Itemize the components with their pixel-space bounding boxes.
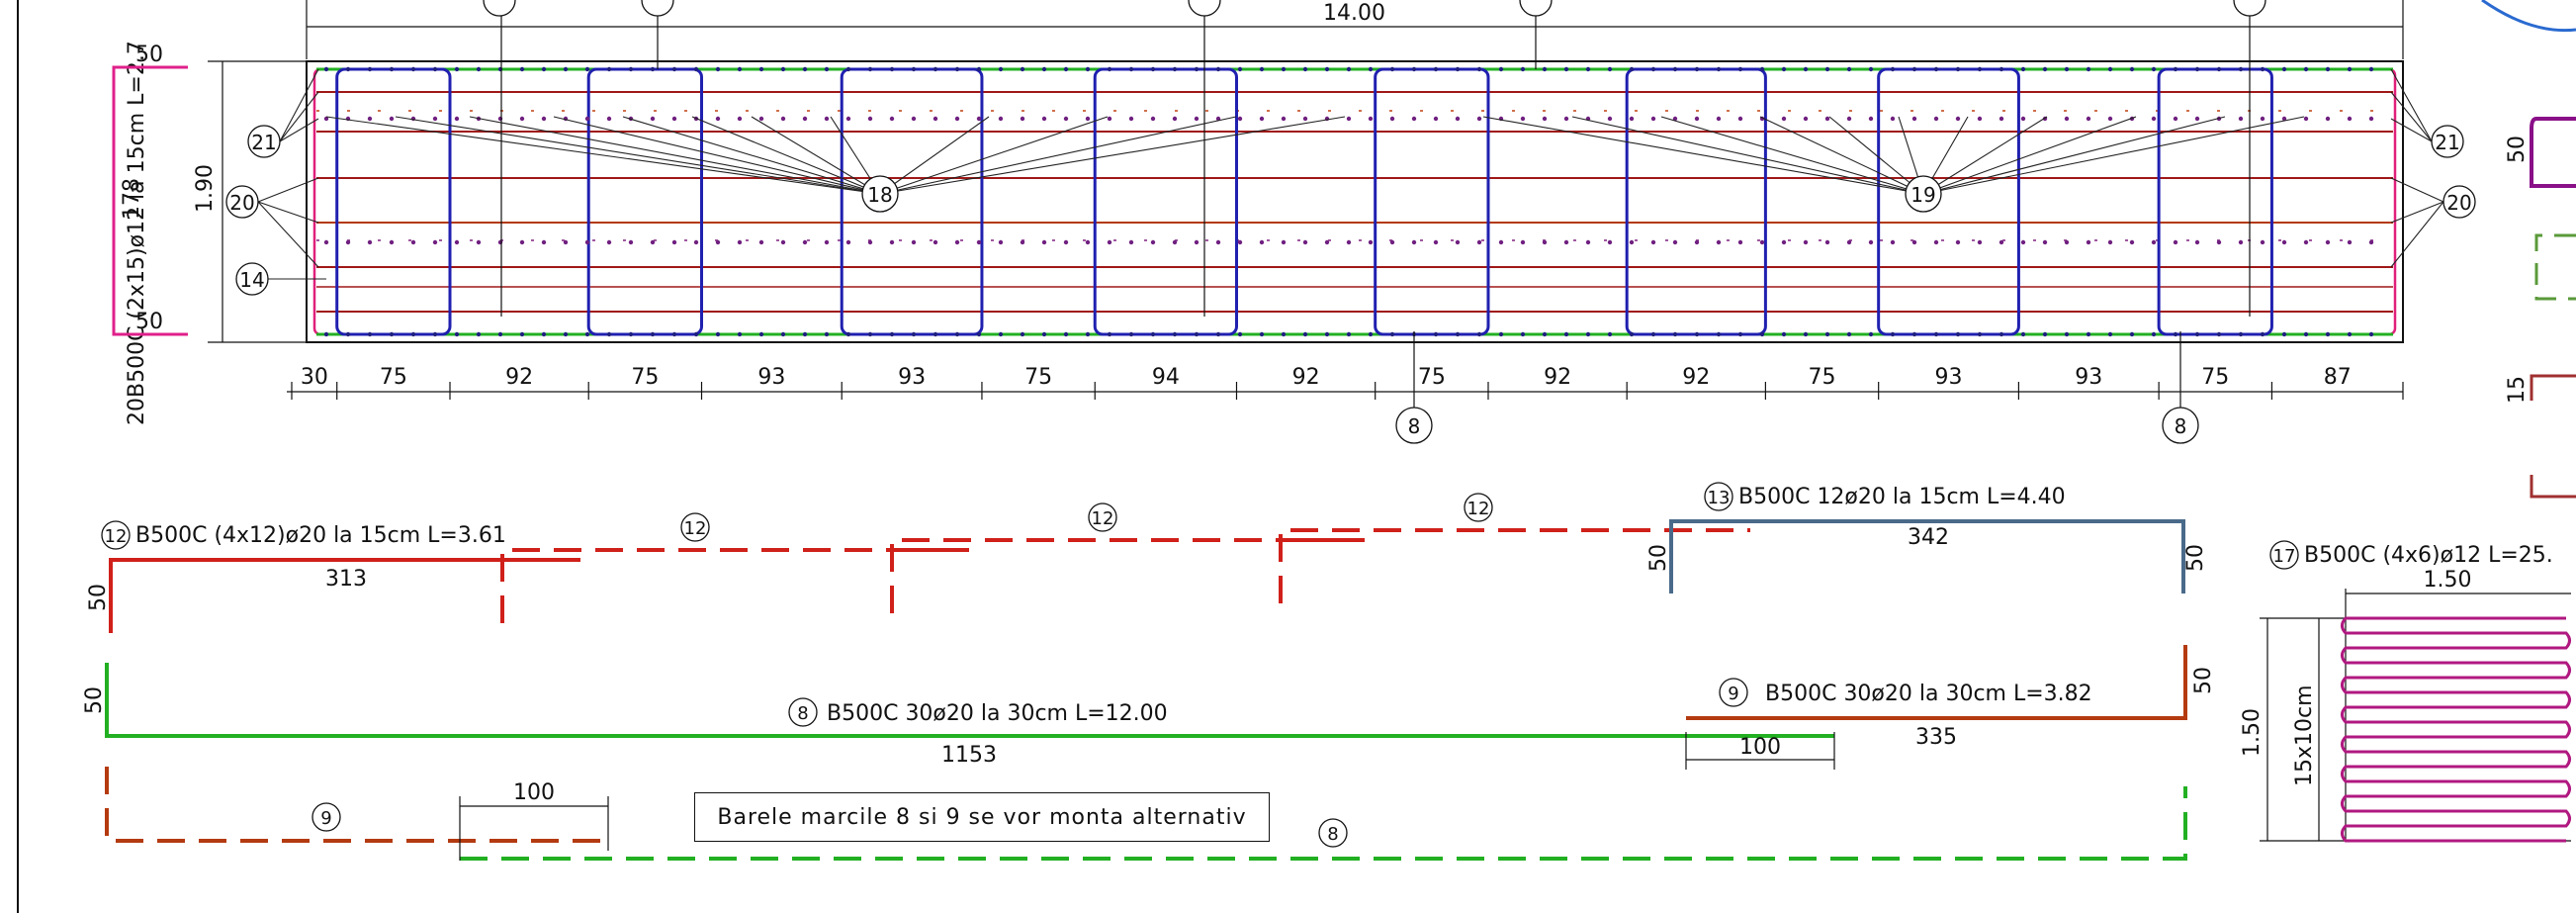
bar-17-label: B500C (4x6)ø12 L=25. [2304,543,2553,568]
spacing-label: 75 [631,365,659,390]
spacing-label: 30 [301,365,328,390]
stirrup-20-label: 20B500C (2x15)ø12 la 15cm L=2.7 [125,41,149,425]
spacing-label: 92 [1292,365,1320,390]
callout-14-left: 14 [239,268,264,292]
bar-13-leg-right: 50 [2183,544,2208,572]
beam-height-label: 1.90 [193,164,218,213]
note-box: Barele marcile 8 si 9 se vor monta alter… [694,792,1270,842]
spacing-label: 92 [1682,365,1710,390]
callout-20-right: 20 [2446,191,2471,215]
bar-13-shape [1669,519,2185,593]
stirrup [335,67,452,336]
spacing-label: 92 [1544,365,1571,390]
bar-8-leg: 50 [82,686,107,714]
spacing-label: 94 [1152,365,1180,390]
bar-9-label: B500C 30ø20 la 30cm L=3.82 [1765,682,2092,706]
stirrup [586,67,704,336]
bar-8-shape [105,663,1834,738]
bar-12-mark: 12 [105,526,128,547]
bar-8-group: 50 8 B500C 30ø20 la 30cm L=12.00 1153 8 [82,663,2187,861]
spacing-label: 93 [1935,365,1963,390]
spacing-label: 93 [898,365,926,390]
right-dim-top: 50 [2505,136,2530,163]
bar-12-repeat-3: 12 [1467,499,1490,519]
callout-21-left: 21 [251,131,276,154]
bottom-overlap: 100 [513,780,555,805]
bar-12-length: 313 [325,567,367,592]
bar-17-spacing: 15x10cm [2292,685,2317,786]
bar-17-serpentine [2341,616,2571,843]
right-dim-bottom: 15 [2505,376,2530,404]
bar-8-label: B500C 30ø20 la 30cm L=12.00 [827,701,1168,726]
spacing-label: 75 [1809,365,1836,390]
bar-9-group: 9 B500C 30ø20 la 30cm L=3.82 335 50 100 … [105,645,2216,861]
spacing-label: 75 [1024,365,1052,390]
callout-8-b: 8 [2175,414,2187,438]
spacing-label: 75 [1418,365,1446,390]
bar-12-shape [109,558,580,633]
callout-21-right: 21 [2435,131,2459,154]
stirrup-20-bottom-dim: 50 [135,310,163,334]
bar-8-repeat: 8 [1327,824,1338,845]
bar-12-leg: 50 [86,584,111,611]
bar-13-length: 342 [1908,525,1949,550]
bar-17-mark: 17 [2273,546,2296,567]
bar-12-repeat-1: 12 [684,518,707,539]
bar-13-leg-left: 50 [1646,544,1671,572]
spacing-label: 75 [2201,365,2229,390]
bar-12-repeat-2: 12 [1092,508,1114,529]
bar-9-shape [1686,645,2187,720]
spacing-label: 75 [380,365,407,390]
spacing-label: 93 [2075,365,2102,390]
spacing-dimensions: 30 75 92 75 93 93 75 94 92 75 92 92 75 93 93 75 87 [291,365,2404,400]
stirrup-20-shape [112,65,188,336]
bar-12-label: B500C (4x12)ø20 la 15cm L=3.61 [135,523,506,548]
bar-9-repeat: 9 [320,808,331,829]
callout-8-a: 8 [1408,414,1421,438]
stirrup [840,67,984,336]
callout-19: 19 [1910,183,1935,207]
concrete-outline [306,60,2404,343]
stirrup-20-group: 20B500C (2x15)ø12 la 15cm L=2.7 50 178 5… [112,41,188,425]
bar-12-group: 12 B500C (4x12)ø20 la 15cm L=3.61 313 50… [86,493,1750,633]
bar-13-mark: 13 [1708,488,1731,508]
spacing-label: 92 [505,365,533,390]
stirrup [1374,67,1490,336]
right-edge-fragments: 50 15 [2481,0,2576,499]
note-text: Barele marcile 8 si 9 se vor monta alter… [717,804,1247,830]
bar-8-length: 1153 [941,743,997,768]
stirrup [2157,67,2273,336]
bar-13-group: 13 B500C 12ø20 la 15cm L=4.40 342 50 50 [1646,482,2208,593]
stirrup [1625,67,1767,336]
spacing-label: 87 [2324,365,2352,390]
bar-9-overlap: 100 [1739,735,1781,760]
beam-section: 14.00 1.90 30 75 92 75 93 93 75 94 92 75 92 92 75 93 9… [193,0,2476,444]
stirrup [1093,67,1238,336]
callout-leaders [257,68,2444,280]
stirrups-row [323,66,2374,337]
bar-9-length: 335 [1915,725,1957,750]
bar-17-height: 1.50 [2240,708,2265,757]
bar-13-label: B500C 12ø20 la 15cm L=4.40 [1738,485,2066,509]
beam-length-label: 14.00 [1323,1,1385,26]
callout-18: 18 [867,183,892,207]
bar-8-mark: 8 [797,703,808,724]
stirrup [1877,67,2020,336]
stirrup-20-middle-dim: 178 [120,178,144,220]
callout-20-left: 20 [229,191,254,215]
stirrup-20-top-dim: 50 [135,43,163,67]
bar-9-leg: 50 [2191,667,2216,694]
spacing-label: 93 [757,365,785,390]
bar-17-width: 1.50 [2424,568,2472,593]
bar-9-mark: 9 [1728,684,1738,704]
bar-17-group: 17 B500C (4x6)ø12 L=25. 1.50 1.50 15x10c… [2240,540,2571,843]
